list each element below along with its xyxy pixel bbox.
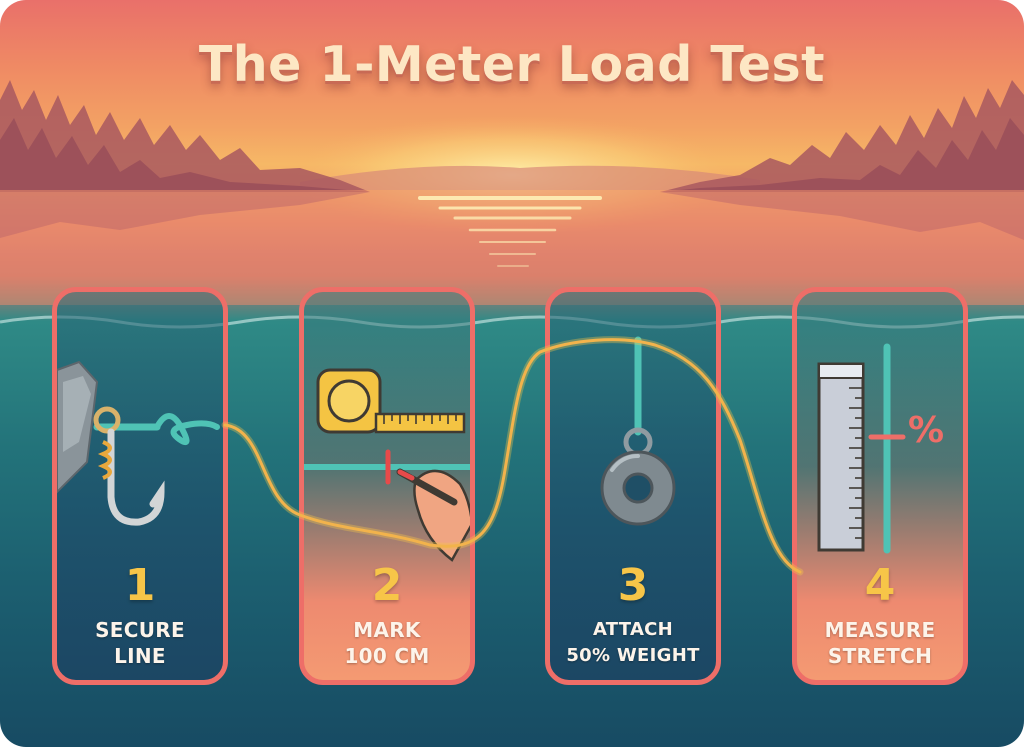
weight-icon (600, 336, 676, 526)
step-number: 2 (371, 560, 403, 611)
right-forest-front (660, 118, 1024, 192)
hook-knot-icon (57, 360, 220, 526)
step-card-4: 4 MEASURE STRETCH (792, 287, 968, 685)
step-label-line-1: ATTACH (592, 619, 674, 640)
ruler-icon (817, 343, 906, 554)
step-label-line-1: SECURE (95, 618, 185, 642)
sun-reflection (418, 196, 602, 267)
step-card-3: 3 ATTACH 50% WEIGHT (545, 287, 721, 685)
step-label-line-2: STRETCH (827, 644, 933, 668)
step-label-line-1: MARK (353, 618, 421, 642)
percent-symbol: % (908, 410, 945, 451)
step-label-line-2: 50% WEIGHT (566, 645, 700, 666)
step-label-line-2: 100 CM (344, 644, 430, 668)
step-card-1: 1 SECURE LINE (52, 287, 228, 685)
tape-measure-icon (304, 368, 470, 562)
left-forest-front (0, 118, 370, 192)
step-number: 1 (124, 560, 156, 611)
step-label: MEASURE STRETCH (797, 617, 963, 669)
step-label: MARK 100 CM (304, 617, 470, 669)
far-hills (300, 165, 760, 190)
forest-reflection (0, 192, 1024, 240)
step-label: ATTACH 50% WEIGHT (550, 617, 716, 669)
step-number: 4 (864, 560, 896, 611)
step-number: 3 (617, 560, 649, 611)
step-card-2: 2 MARK 100 CM (299, 287, 475, 685)
step-label-line-1: MEASURE (824, 618, 936, 642)
step-label: SECURE LINE (57, 617, 223, 669)
step-label-line-2: LINE (114, 644, 166, 668)
page-title: The 1-Meter Load Test (198, 36, 826, 93)
